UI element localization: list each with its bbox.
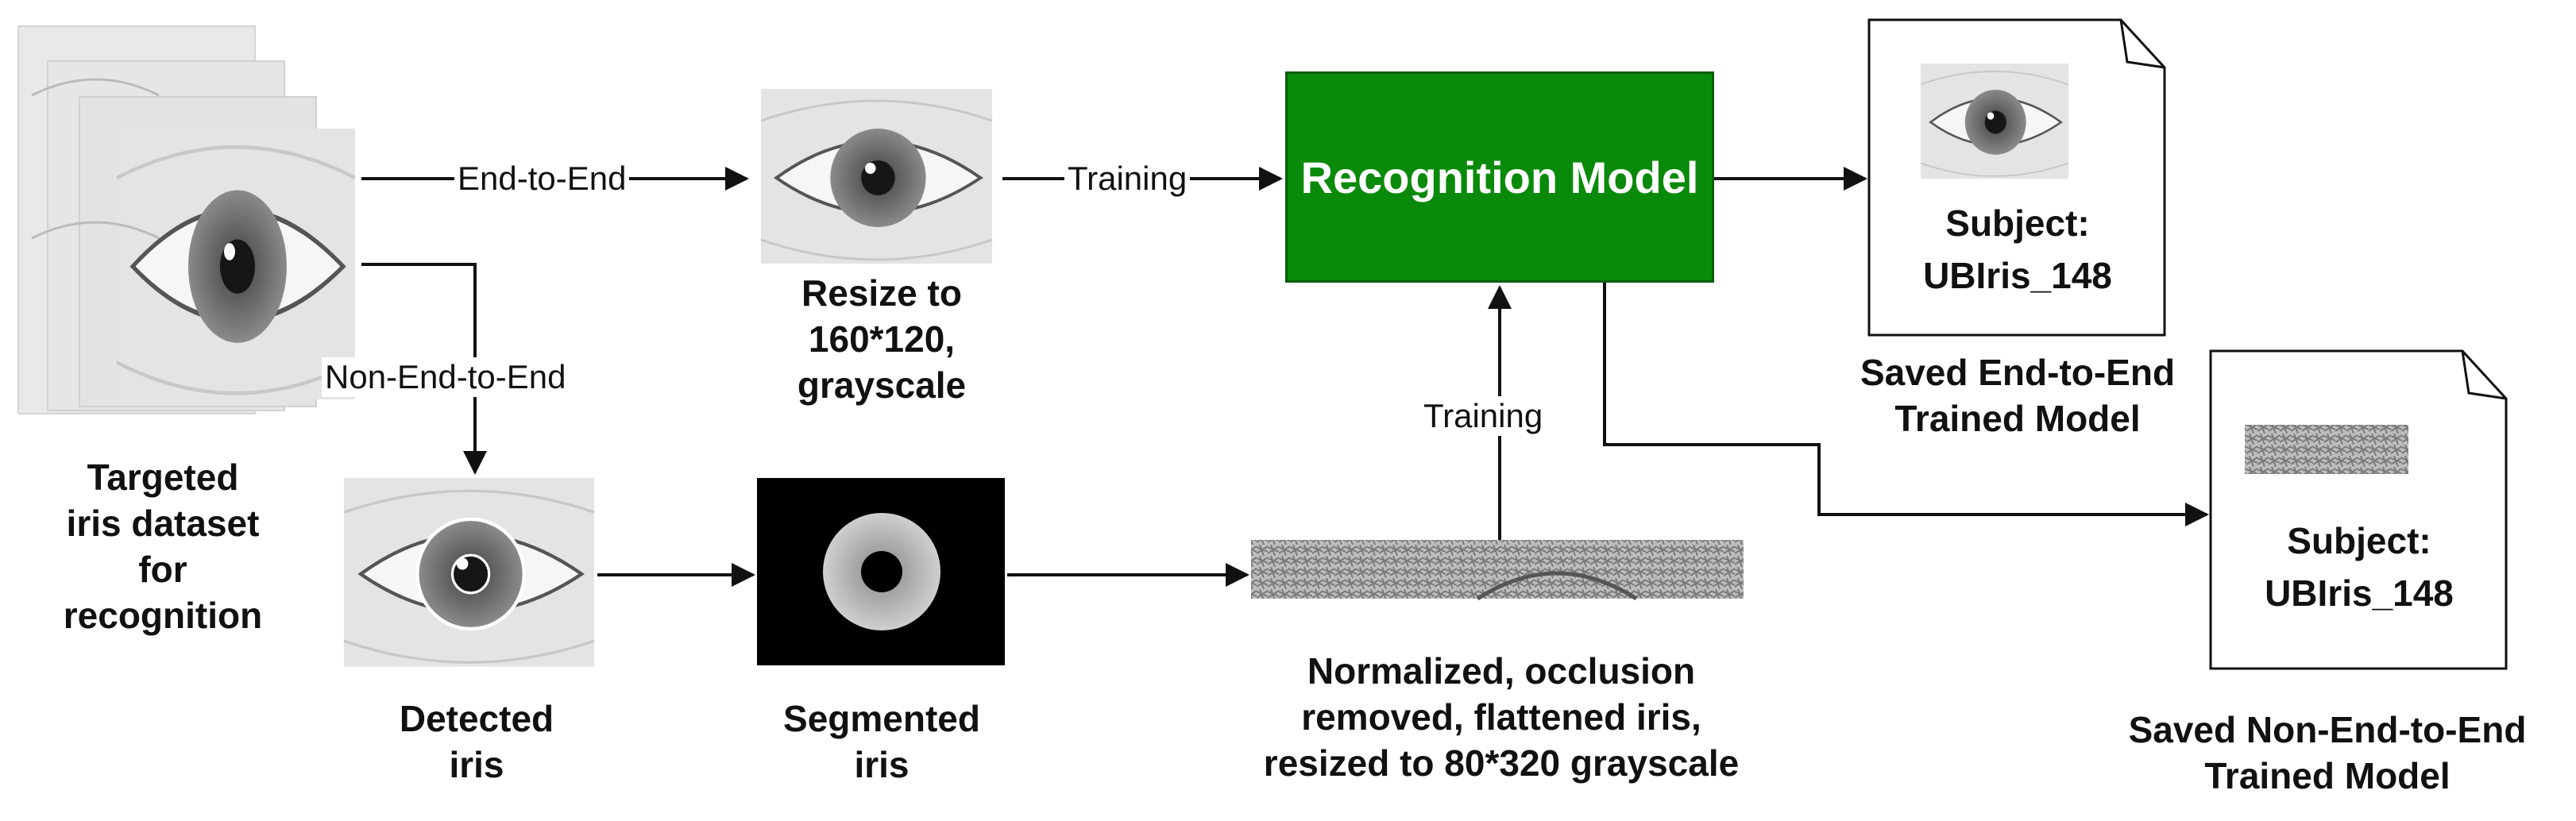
saved-e2e-doc-text: Subject: UBIris_148 bbox=[1923, 202, 2112, 296]
edge-model-to-saved-ne2e bbox=[1603, 283, 2209, 526]
recognition-model-label: Recognition Model bbox=[1300, 152, 1699, 202]
saved-ne2e-strip-thumb bbox=[2245, 425, 2408, 474]
saved-ne2e-doc-text: Subject: UBIris_148 bbox=[2265, 520, 2454, 614]
recognition-model-box: Recognition Model bbox=[1285, 71, 1714, 283]
dataset-image-stack bbox=[17, 25, 355, 414]
resize-label: Resize to 160*120, grayscale bbox=[797, 272, 967, 406]
edge-non-end-to-end bbox=[361, 263, 487, 475]
dataset-label: Targeted iris dataset for recognition bbox=[63, 457, 263, 636]
resized-eye-image bbox=[759, 87, 994, 265]
saved-e2e-label: Saved End-to-End Trained Model bbox=[1860, 352, 2176, 439]
edge-label-end-to-end: End-to-End bbox=[454, 159, 630, 199]
detected-iris-image bbox=[344, 478, 594, 667]
edge-label-non-end-to-end: Non-End-to-End bbox=[322, 357, 570, 397]
edge-label-training-bottom: Training bbox=[1420, 396, 1547, 436]
saved-ne2e-label: Saved Non-End-to-End Trained Model bbox=[2128, 709, 2527, 796]
normalized-label: Normalized, occlusion removed, flattened… bbox=[1263, 650, 1740, 784]
segmented-label: Segmented iris bbox=[783, 698, 980, 785]
saved-ne2e-document bbox=[2209, 349, 2508, 670]
saved-e2e-document bbox=[1867, 18, 2166, 337]
normalized-iris-strip bbox=[1251, 540, 1744, 601]
segmented-iris-image bbox=[757, 478, 1005, 665]
edge-label-training-top: Training bbox=[1064, 159, 1191, 199]
detected-label: Detected iris bbox=[399, 698, 554, 785]
